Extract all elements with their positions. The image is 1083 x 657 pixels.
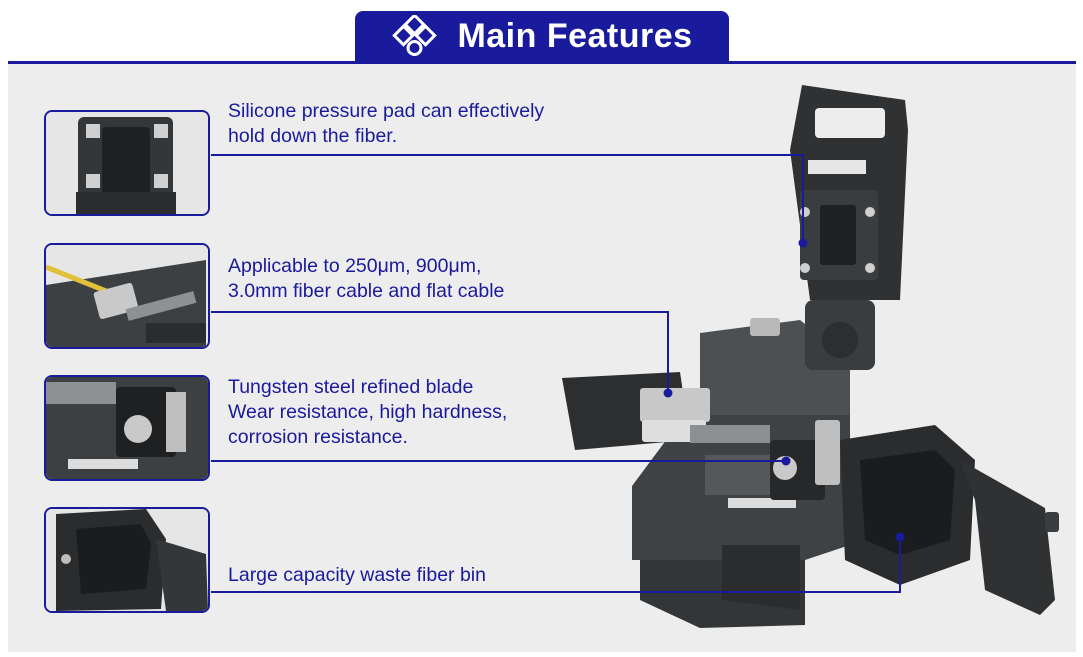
leader-line-1 [211, 154, 804, 243]
thumbnail-waste-bin [44, 507, 210, 613]
thumbnail-blade [44, 375, 210, 481]
leader-dot-1 [798, 238, 808, 248]
thumbnail-fiber-holder [44, 243, 210, 349]
feature-text-2: Applicable to 250μm, 900μm, 3.0mm fiber … [228, 255, 505, 302]
feature-text-4: Large capacity waste fiber bin [228, 564, 486, 586]
thumbnail-pressure-pad [44, 110, 210, 216]
leader-line-4 [211, 537, 901, 593]
leader-dot-2 [663, 388, 673, 398]
leader-dots [663, 238, 905, 542]
cleaver-lid [750, 85, 908, 370]
fiber-holder [562, 372, 770, 450]
header-banner: Main Features [355, 11, 729, 62]
diamond-cluster-icon [392, 14, 438, 56]
page-title: Main Features [457, 17, 693, 55]
feature-text-1: Silicone pressure pad can effectively ho… [228, 100, 545, 147]
leader-line-2 [211, 311, 669, 393]
feature-text-3: Tungsten steel refined blade Wear resist… [228, 376, 508, 448]
waste-bin [840, 425, 1059, 615]
leader-dot-3 [781, 456, 791, 466]
header-divider [8, 61, 1076, 64]
leader-dot-4 [895, 532, 905, 542]
leader-lines [211, 154, 901, 593]
